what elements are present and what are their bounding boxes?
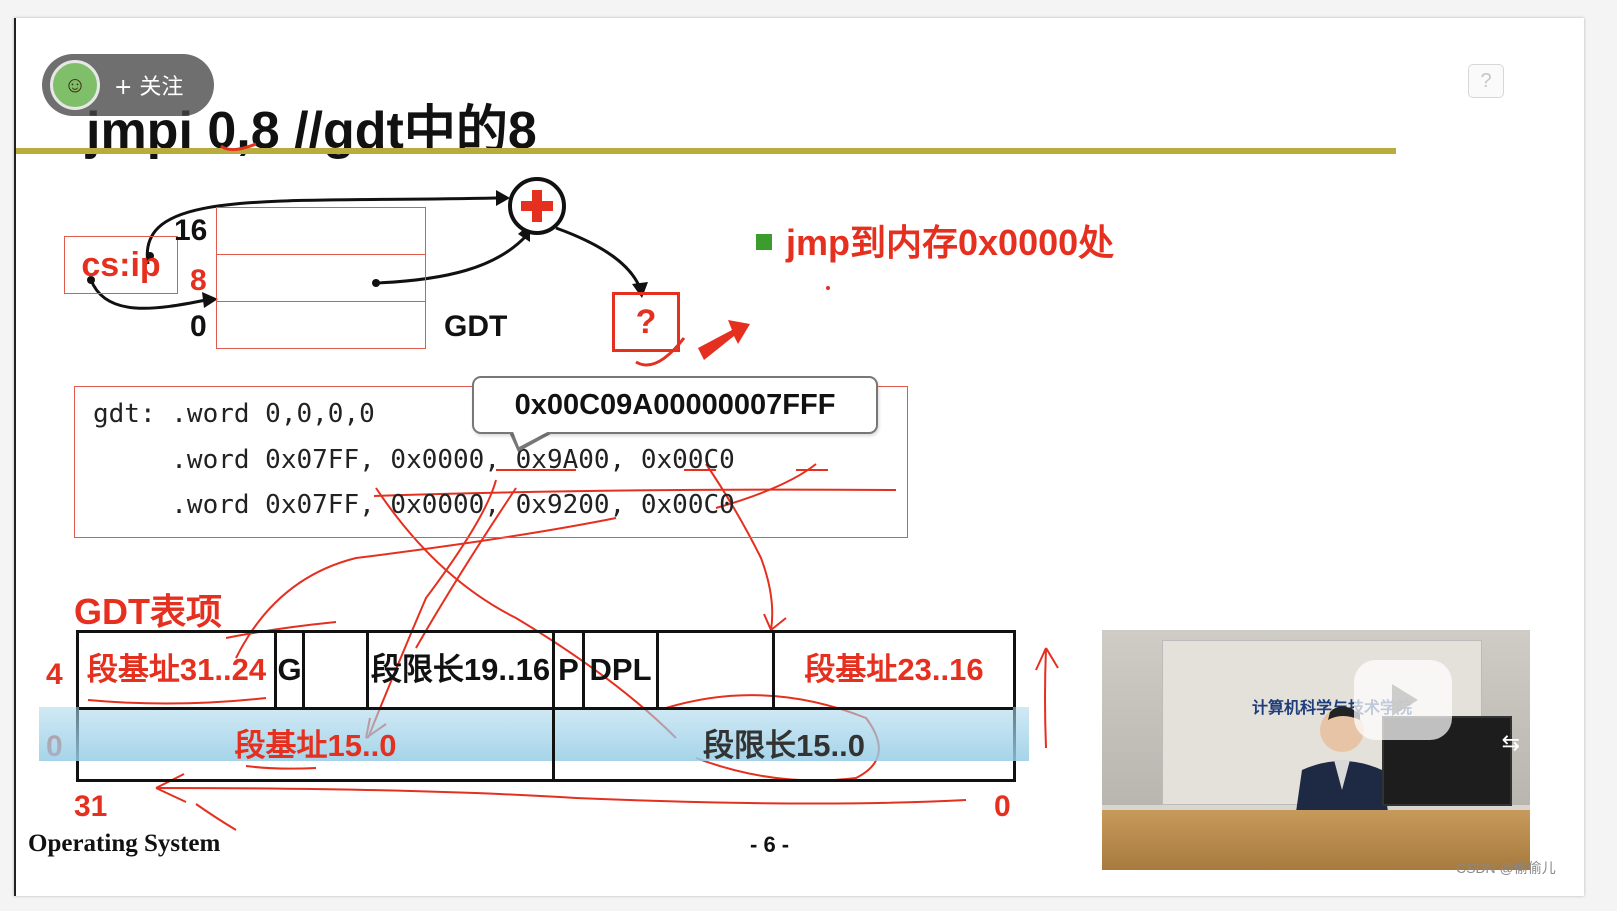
- bullet-square-icon: [756, 234, 772, 250]
- cell-p: P: [555, 633, 585, 707]
- cell-base-15-0: 段基址15..0: [79, 707, 555, 782]
- label-0: 0: [190, 310, 207, 344]
- code-line-2: .word 0x07FF, 0x0000, 0x9A00, 0x00C0: [93, 445, 735, 475]
- follow-label: + 关注: [114, 69, 183, 101]
- gdt-memory-table: [216, 207, 426, 349]
- cs-ip-box: cs:ip: [64, 236, 178, 294]
- cell-limit-19-16: 段限长19..16: [369, 633, 555, 707]
- plus-circle: [510, 179, 564, 233]
- cell-dpl: DPL: [585, 633, 659, 707]
- cell-base-23-16: 段基址23..16: [775, 633, 1013, 707]
- gdt-entry-table: 段基址31..24 G 段限长19..16 P DPL 段基址23..16 段基…: [76, 630, 1016, 782]
- callout-bubble: 0x00C09A00000007FFF: [472, 376, 878, 434]
- play-icon[interactable]: [1354, 660, 1452, 740]
- cell-blank-2: [659, 633, 775, 707]
- gdt-entry-title: GDT表项: [74, 583, 222, 635]
- slide-footer: Operating System: [28, 830, 220, 858]
- bit-31-label: 31: [74, 790, 107, 824]
- slide: jmpi 0,8 //gdt中的8: [14, 18, 1584, 896]
- cell-base-31-24: 段基址31..24: [79, 633, 277, 707]
- label-16: 16: [174, 214, 207, 248]
- bit-0-label: 0: [994, 790, 1011, 824]
- gdt-row-0: [217, 302, 425, 349]
- gdt-row-8: [217, 255, 425, 302]
- title-rule: [16, 148, 1396, 154]
- cell-g: G: [277, 633, 305, 707]
- bullet-text: jmp到内存0x0000处: [786, 222, 1114, 263]
- cell-blank-1: [305, 633, 369, 707]
- code-line-1: gdt: .word 0,0,0,0: [93, 399, 375, 429]
- code-line-3: .word 0x07FF, 0x0000, 0x9200, 0x00C0: [93, 490, 735, 520]
- avatar: ☺: [50, 60, 100, 110]
- expand-icon[interactable]: ⇆: [1502, 730, 1520, 756]
- row-label-4: 4: [46, 658, 63, 692]
- lecturer-video[interactable]: 计算机科学与技术学院 ⇆: [1102, 630, 1530, 870]
- bullet-point: jmp到内存0x0000处: [756, 214, 1114, 266]
- gdt-label: GDT: [444, 310, 507, 344]
- follow-button[interactable]: ☺ + 关注: [42, 54, 214, 116]
- gdt-row-16: [217, 208, 425, 255]
- page-number: - 6 -: [750, 832, 789, 858]
- cell-limit-15-0: 段限长15..0: [555, 707, 1013, 782]
- label-8: 8: [190, 264, 207, 298]
- callout-tail-inner: [512, 429, 553, 447]
- help-icon[interactable]: ?: [1468, 64, 1504, 98]
- watermark: CSDN @偷偷儿: [1456, 858, 1556, 878]
- question-box: ?: [612, 292, 680, 352]
